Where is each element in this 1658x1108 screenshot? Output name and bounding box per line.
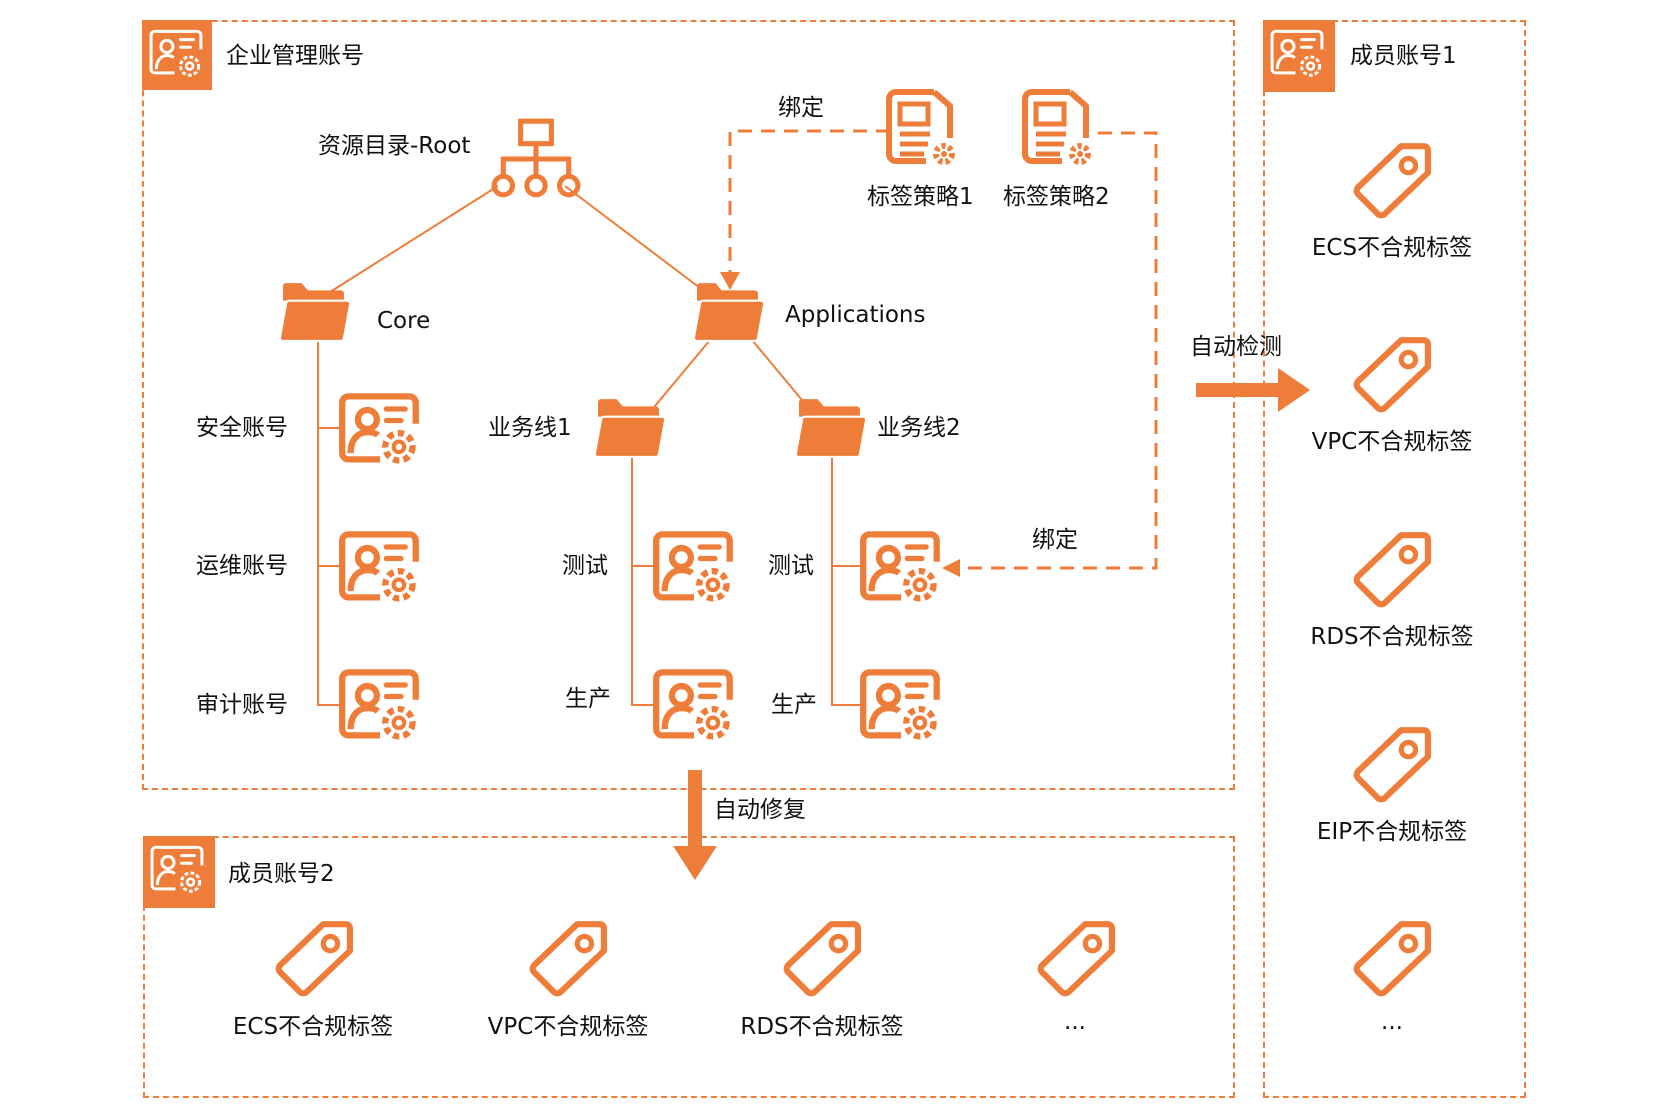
core-account-label-ops: 运维账号 (196, 553, 288, 579)
bind-arrow-test-account (955, 131, 1158, 570)
edge-applications-bl1 (649, 339, 711, 413)
tag-icon-m2-vpc (526, 918, 608, 1000)
tag-label-m2-rds: RDS不合规标签 (740, 1014, 904, 1040)
account-icon-ops[interactable] (338, 530, 422, 606)
auto-detect-label: 自动检测 (1190, 334, 1282, 360)
tag-icon-m2-more (1034, 918, 1116, 1000)
member-account-1-box (1263, 20, 1526, 1098)
account-icon-audit[interactable] (338, 668, 422, 744)
bl2-account-label-prod: 生产 (771, 692, 817, 718)
member-account-2-title: 成员账号2 (228, 861, 335, 887)
folder-bl1-icon[interactable] (593, 396, 667, 458)
tag-policy-2-icon[interactable] (1020, 88, 1096, 168)
account-icon-bl1-test[interactable] (652, 530, 736, 606)
tag-label-m1-more: ... (1381, 1009, 1403, 1035)
tag-icon-m1-eip (1350, 724, 1432, 806)
enterprise-account-box (142, 20, 1235, 790)
auto-detect-arrow (1196, 383, 1280, 397)
tag-icon-m2-ecs (272, 918, 354, 1000)
tag-icon-m1-ecs (1350, 140, 1432, 222)
core-account-label-audit: 审计账号 (196, 692, 288, 718)
bind-label-bottom: 绑定 (1032, 527, 1078, 553)
tag-label-m2-more: ... (1064, 1009, 1086, 1035)
edge-bl1-accounts (631, 456, 654, 706)
folder-core-label: Core (377, 308, 431, 334)
account-icon-security[interactable] (338, 392, 422, 468)
tag-label-m2-ecs: ECS不合规标签 (232, 1014, 394, 1040)
folder-bl2-label: 业务线2 (877, 415, 961, 441)
member-account-1-header-icon (1263, 20, 1335, 92)
bind-label-top: 绑定 (778, 95, 824, 121)
member-account-2-header-icon (143, 836, 215, 908)
org-tree-icon (490, 118, 582, 200)
tag-policy-1-label: 标签策略1 (867, 184, 974, 210)
tag-label-m2-vpc: VPC不合规标签 (487, 1014, 649, 1040)
folder-applications-label: Applications (785, 302, 926, 328)
tag-icon-m1-more (1350, 918, 1432, 1000)
bl1-account-label-prod: 生产 (565, 686, 611, 712)
edge-core-accounts (317, 340, 340, 706)
bind-arrow-applications (728, 129, 890, 276)
bl1-account-label-test: 测试 (562, 553, 608, 579)
tag-label-m1-ecs: ECS不合规标签 (1311, 235, 1473, 261)
folder-applications-icon[interactable] (692, 280, 766, 342)
member-account-1-title: 成员账号1 (1350, 43, 1457, 69)
tag-icon-m1-rds (1350, 529, 1432, 611)
tag-policy-2-label: 标签策略2 (1003, 184, 1110, 210)
tag-label-m1-eip: EIP不合规标签 (1316, 819, 1468, 845)
folder-core-icon[interactable] (278, 280, 352, 342)
edge-bl2-accounts (831, 456, 862, 706)
account-icon-bl1-prod[interactable] (652, 668, 736, 744)
tag-icon-m2-rds (780, 918, 862, 1000)
folder-bl2-icon[interactable] (794, 396, 868, 458)
tag-icon-m1-vpc (1350, 334, 1432, 416)
enterprise-account-header-icon (142, 20, 212, 90)
member-account-2-box (143, 836, 1235, 1098)
account-icon-bl2-test[interactable] (859, 530, 943, 606)
tag-label-m1-rds: RDS不合规标签 (1310, 624, 1474, 650)
core-account-label-security: 安全账号 (196, 415, 288, 441)
folder-bl1-label: 业务线1 (488, 415, 572, 441)
auto-fix-label: 自动修复 (714, 797, 806, 823)
resource-directory-label: 资源目录-Root (318, 133, 471, 159)
enterprise-account-title: 企业管理账号 (226, 43, 364, 69)
edge-root-core (329, 185, 499, 293)
tag-policy-1-icon[interactable] (884, 88, 960, 168)
bl2-account-label-test: 测试 (768, 553, 814, 579)
account-icon-bl2-prod[interactable] (859, 668, 943, 744)
edge-root-applications (564, 185, 701, 289)
tag-label-m1-vpc: VPC不合规标签 (1311, 429, 1473, 455)
